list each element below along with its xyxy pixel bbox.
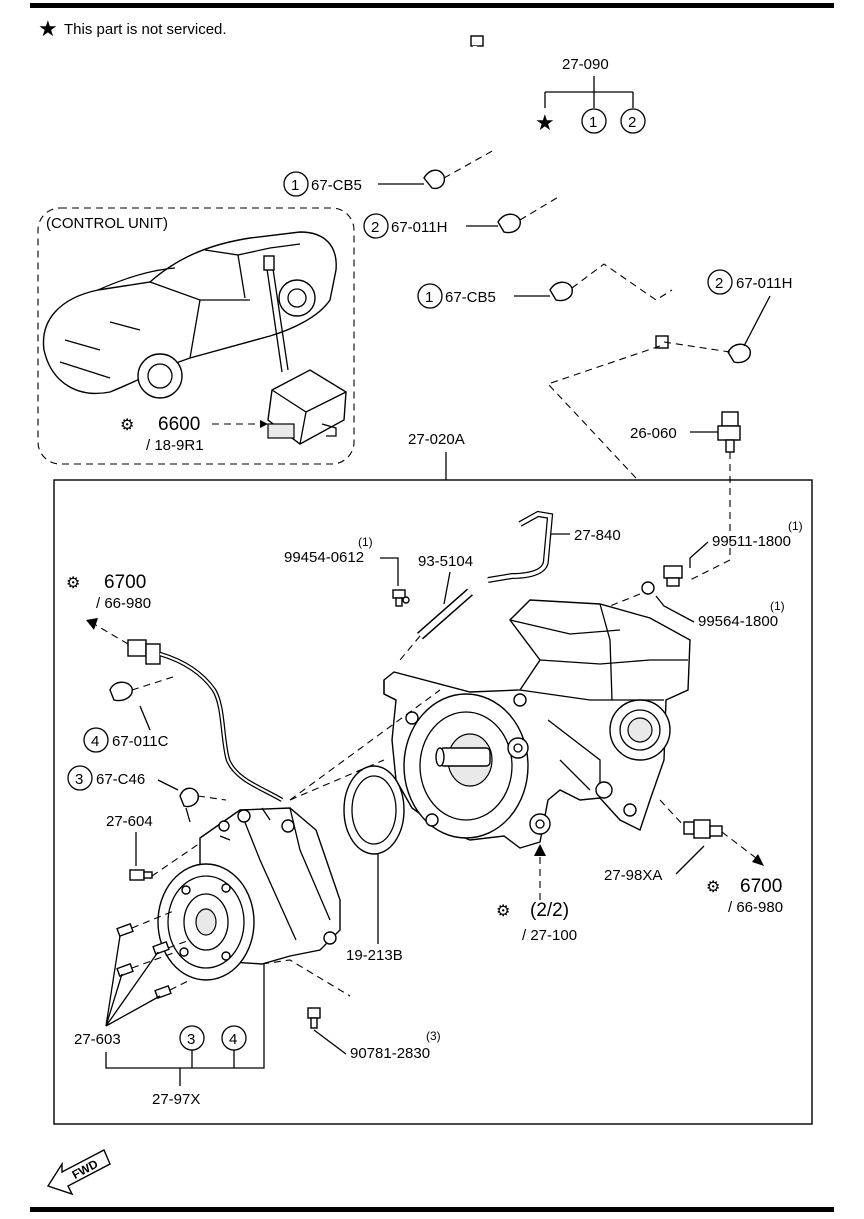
label-27-98xa: 27-98XA	[604, 867, 662, 884]
callout-3b: 3	[187, 1031, 195, 1048]
main-box	[53, 479, 813, 1125]
bolt-99454	[392, 589, 410, 607]
label-19-213b: 19-213B	[346, 947, 403, 964]
label-67-c46: 67-C46	[96, 771, 145, 788]
label-67-cb5-lower: 67-CB5	[445, 289, 496, 306]
sensor-27-98xa	[683, 819, 723, 839]
ref-2-2: (2/2)	[530, 900, 569, 921]
label-27-603: 27-603	[74, 1031, 121, 1048]
clip-67-011h-lower	[727, 343, 751, 364]
fwd-arrow-icon: FWD	[46, 1149, 111, 1196]
bottom-rule	[30, 1207, 834, 1212]
label-27-604: 27-604	[106, 813, 153, 830]
label-90781-2830: 90781-2830	[350, 1045, 430, 1062]
ref-6700-b-sub: / 66-980	[728, 899, 783, 916]
callout-2-011ha: 2	[371, 219, 379, 236]
callout-1: 1	[589, 114, 597, 131]
inset-ref-sub: / 18-9R1	[146, 437, 204, 454]
qty-99564: (1)	[770, 599, 785, 613]
label-67-011h-upper: 67-011H	[391, 219, 447, 236]
transfer-carrier-assembly	[383, 599, 691, 849]
callout-1-cb5b: 1	[425, 289, 433, 306]
sensor-26-060	[717, 411, 741, 453]
label-93-5104: 93-5104	[418, 553, 473, 570]
bolt-90781	[307, 1007, 321, 1029]
qty-90781: (3)	[426, 1029, 441, 1043]
control-unit-inset	[37, 207, 355, 465]
inset-ref: 6600	[158, 414, 200, 435]
inset-title: (CONTROL UNIT)	[46, 215, 168, 232]
star-icon-tube: ★	[535, 110, 555, 135]
bolt-27-604	[129, 869, 153, 881]
qty-99454: (1)	[358, 535, 373, 549]
wrench-icon: ⚙	[120, 417, 134, 434]
qty-99511: (1)	[788, 519, 803, 533]
clip-67-011h-upper	[497, 213, 521, 234]
label-99454-0612: 99454-0612	[284, 549, 364, 566]
car-illustration	[42, 231, 337, 399]
callout-2: 2	[628, 114, 636, 131]
label-99511-1800: 99511-1800	[712, 533, 791, 550]
wire-harness	[127, 639, 284, 802]
callout-1-cb5a: 1	[291, 177, 299, 194]
wrench-icon-6700a: ⚙	[66, 575, 80, 592]
ref-2-2-sub: / 27-100	[522, 927, 577, 944]
screw-27-603	[116, 922, 172, 1000]
label-27-090: 27-090	[562, 56, 609, 73]
wrench-icon-6700b: ⚙	[706, 879, 720, 896]
pipe-27-840	[487, 510, 554, 583]
callout-4b: 4	[229, 1031, 237, 1048]
hose-93-5104	[417, 588, 473, 640]
header-note: This part is not serviced.	[64, 21, 227, 38]
clip-67-011c	[109, 681, 133, 702]
star-icon: ★	[38, 16, 58, 41]
gasket-19-213b	[343, 765, 405, 855]
callout-2-011hb: 2	[715, 275, 723, 292]
callout-4: 4	[91, 733, 99, 750]
label-27-97x: 27-97X	[152, 1091, 200, 1108]
washer-99564	[641, 581, 655, 595]
plug-99511	[663, 565, 683, 587]
ref-6700-a: 6700	[104, 572, 146, 593]
label-67-011h-lower: 67-011H	[736, 275, 792, 292]
ref-6700-b: 6700	[740, 876, 782, 897]
top-rule	[30, 3, 834, 8]
label-99564-1800: 99564-1800	[698, 613, 778, 630]
breather-tube	[470, 35, 706, 349]
ref-6700-a-sub: / 66-980	[96, 595, 151, 612]
label-67-cb5-upper: 67-CB5	[311, 177, 362, 194]
clip-67-cb5-upper	[423, 169, 446, 190]
wrench-icon-22: ⚙	[496, 903, 510, 920]
callout-3: 3	[75, 771, 83, 788]
label-26-060: 26-060	[630, 425, 677, 442]
actuator-housing	[157, 807, 341, 981]
control-unit-module	[267, 369, 347, 445]
label-27-840: 27-840	[574, 527, 621, 544]
clip-67-cb5-lower	[549, 281, 573, 302]
clip-67-c46	[179, 787, 199, 823]
label-27-020a: 27-020A	[408, 431, 465, 448]
label-67-011c: 67-011C	[112, 733, 169, 750]
